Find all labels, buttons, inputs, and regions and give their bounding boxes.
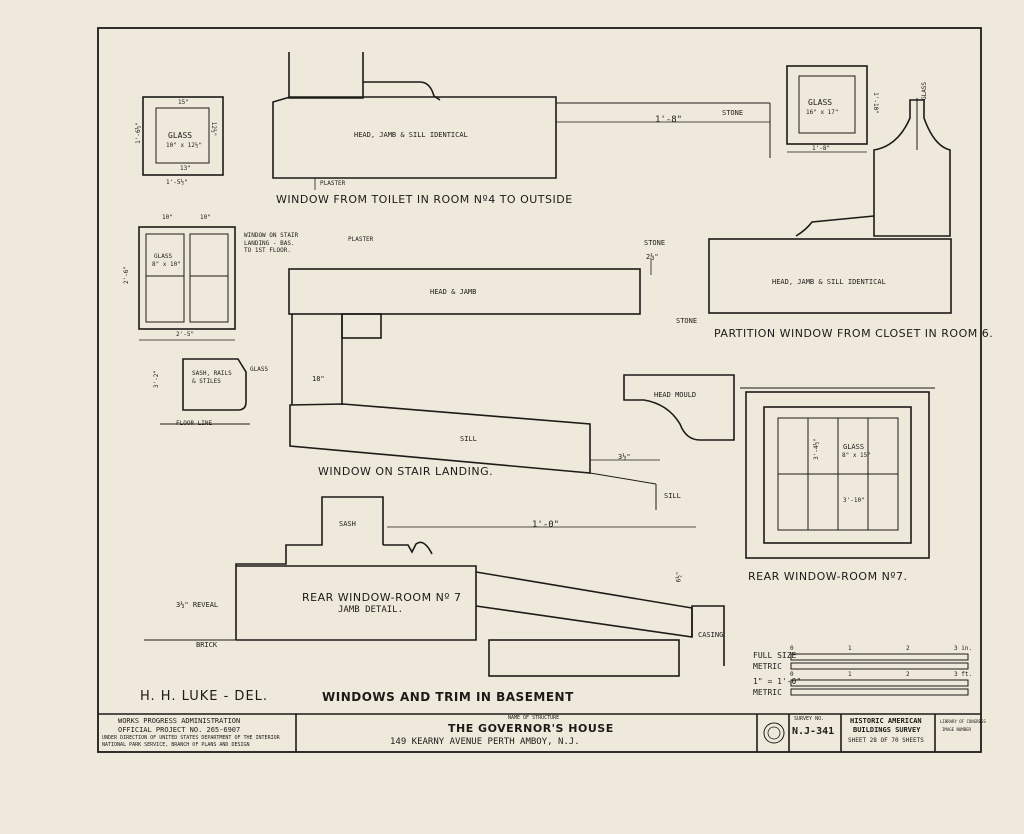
scale-metric-1: METRIC <box>753 662 782 671</box>
stair-dim-right: 3½" <box>618 453 631 461</box>
rear-height-dim: 3'-4½" <box>812 438 820 460</box>
glass-partition-vertical-label: GLASS <box>921 81 929 101</box>
partition-section-label: HEAD, JAMB & SILL IDENTICAL <box>772 278 886 286</box>
delineator-credit: H. H. LUKE - DEL. <box>140 689 269 704</box>
agency-line-3: UNDER DIRECTION OF UNITED STATES DEPARTM… <box>102 735 280 741</box>
structure-address: 149 KEARNY AVENUE PERTH AMBOY, N.J. <box>390 737 580 747</box>
rear-window-title: REAR WINDOW-ROOM Nº7. <box>748 570 908 583</box>
toilet-plaster-label: PLASTER <box>320 180 346 187</box>
stair-window-note: WINDOW ON STAIR LANDING - BAS. TO 1ST FL… <box>244 232 299 254</box>
scale-metric-2: METRIC <box>753 688 782 697</box>
glass-partition-label: GLASS <box>808 98 833 107</box>
rear-brick-label: BRICK <box>196 641 218 649</box>
stair-glass-size: 8" x 10" <box>152 261 181 268</box>
rear-width-dim: 3'-10" <box>843 497 865 504</box>
scale-full-size: FULL SIZE <box>753 651 797 660</box>
scale2-num-0: 0 <box>790 671 794 678</box>
glass-small-top-dim: 15" <box>178 99 189 106</box>
stair-dim-b: 10" <box>200 214 211 221</box>
partition-stone-bottom: STONE <box>676 317 698 325</box>
rear-casing-label: CASING <box>698 631 724 639</box>
structure-name: THE GOVERNOR'S HOUSE <box>448 722 614 735</box>
glass-small-label: GLASS <box>168 131 193 140</box>
partition-stone-top: STONE <box>644 239 666 247</box>
sash-detail-label: SASH, RAILS & STILES <box>192 370 232 385</box>
survey-seal-icon <box>764 723 784 743</box>
agency-line-1: WORKS PROGRESS ADMINISTRATION <box>118 717 241 725</box>
partition-dim: 2½" <box>646 253 659 261</box>
glass-partition-bottom-dim: 1'-8" <box>812 145 831 152</box>
rear-jamb-subtitle: JAMB DETAIL. <box>338 605 404 615</box>
glass-partition-size: 16" x 17" <box>806 109 839 116</box>
head-mould-label: HEAD MOULD <box>654 391 697 399</box>
glass-small-inner-dim: 12½" <box>210 121 218 137</box>
scale-num-1: 1 <box>848 645 852 652</box>
stair-head-label: HEAD & JAMB <box>430 288 477 296</box>
habs-line-1: HISTORIC AMERICAN <box>850 717 922 725</box>
rear-reveal-label: 3½" REVEAL <box>176 601 219 609</box>
stair-landing-title: WINDOW ON STAIR LANDING. <box>318 465 494 478</box>
glass-small-bottom-dim: 1'-5½" <box>166 179 188 186</box>
scale2-num-1: 1 <box>848 671 852 678</box>
rear-jamb-title: REAR WINDOW-ROOM Nº 7 <box>302 591 462 604</box>
loc-line-1: LIBRARY OF CONGRESS <box>940 719 986 724</box>
sash-dim: 3'-2" <box>153 369 161 389</box>
scale-num-2: 2 <box>906 645 910 652</box>
stair-sill-label: SILL <box>460 435 477 443</box>
scale-num-0: 0 <box>790 645 794 652</box>
structure-name-label: NAME OF STRUCTURE <box>508 715 560 721</box>
scale2-num-2: 2 <box>906 671 910 678</box>
scale2-num-3: 3 ft. <box>954 671 973 678</box>
rear-glass-label: GLASS <box>843 443 865 451</box>
stair-glass-label: GLASS <box>154 253 173 260</box>
sheet-number: SHEET 28 OF 70 SHEETS <box>848 737 924 744</box>
stair-sill-tag: SILL <box>664 492 681 500</box>
rear-dim-right: 6½" <box>675 571 683 583</box>
scale-num-3: 3 in. <box>954 645 973 652</box>
stair-plaster-label: PLASTER <box>348 236 374 243</box>
scale-foot: 1" = 1'-0" <box>753 677 802 686</box>
toilet-dim: 1'-8" <box>655 115 683 125</box>
survey-number: N.J-341 <box>792 726 835 737</box>
loc-line-2: IMAGE NUMBER <box>942 727 971 732</box>
rear-dim: 1'-0" <box>532 520 560 530</box>
sheet-title: WINDOWS AND TRIM IN BASEMENT <box>322 690 574 704</box>
glass-small-left-dim: 1'-6½" <box>134 122 142 144</box>
survey-number-label: SURVEY NO. <box>794 716 825 722</box>
stair-width-dim: 2'-5" <box>176 331 195 338</box>
agency-line-2: OFFICIAL PROJECT NO. 265-6907 <box>118 726 241 734</box>
agency-line-4: NATIONAL PARK SERVICE, BRANCH OF PLANS A… <box>102 742 250 748</box>
sash-glass-label: GLASS <box>250 366 269 373</box>
rear-sash-label: SASH <box>339 520 356 528</box>
partition-window-title: PARTITION WINDOW FROM CLOSET IN ROOM 6. <box>714 327 994 340</box>
habs-line-2: BUILDINGS SURVEY <box>853 726 921 734</box>
glass-small-inner-bottom: 13" <box>180 165 191 172</box>
toilet-stone-label: STONE <box>722 109 744 117</box>
toilet-window-title: WINDOW FROM TOILET IN ROOM Nº4 TO OUTSID… <box>276 193 573 206</box>
glass-small-size: 10" x 12½" <box>166 142 203 149</box>
toilet-section-label: HEAD, JAMB & SILL IDENTICAL <box>354 131 468 139</box>
glass-partition-right-dim: 1'-10" <box>871 92 879 114</box>
floor-line-label: FLOOR LINE <box>176 420 213 427</box>
stair-dim: 18" <box>312 375 325 383</box>
stair-height-dim: 2'-6" <box>123 265 131 285</box>
rear-glass-size: 8" x 15" <box>842 452 871 459</box>
stair-dim-a: 10" <box>162 214 173 221</box>
